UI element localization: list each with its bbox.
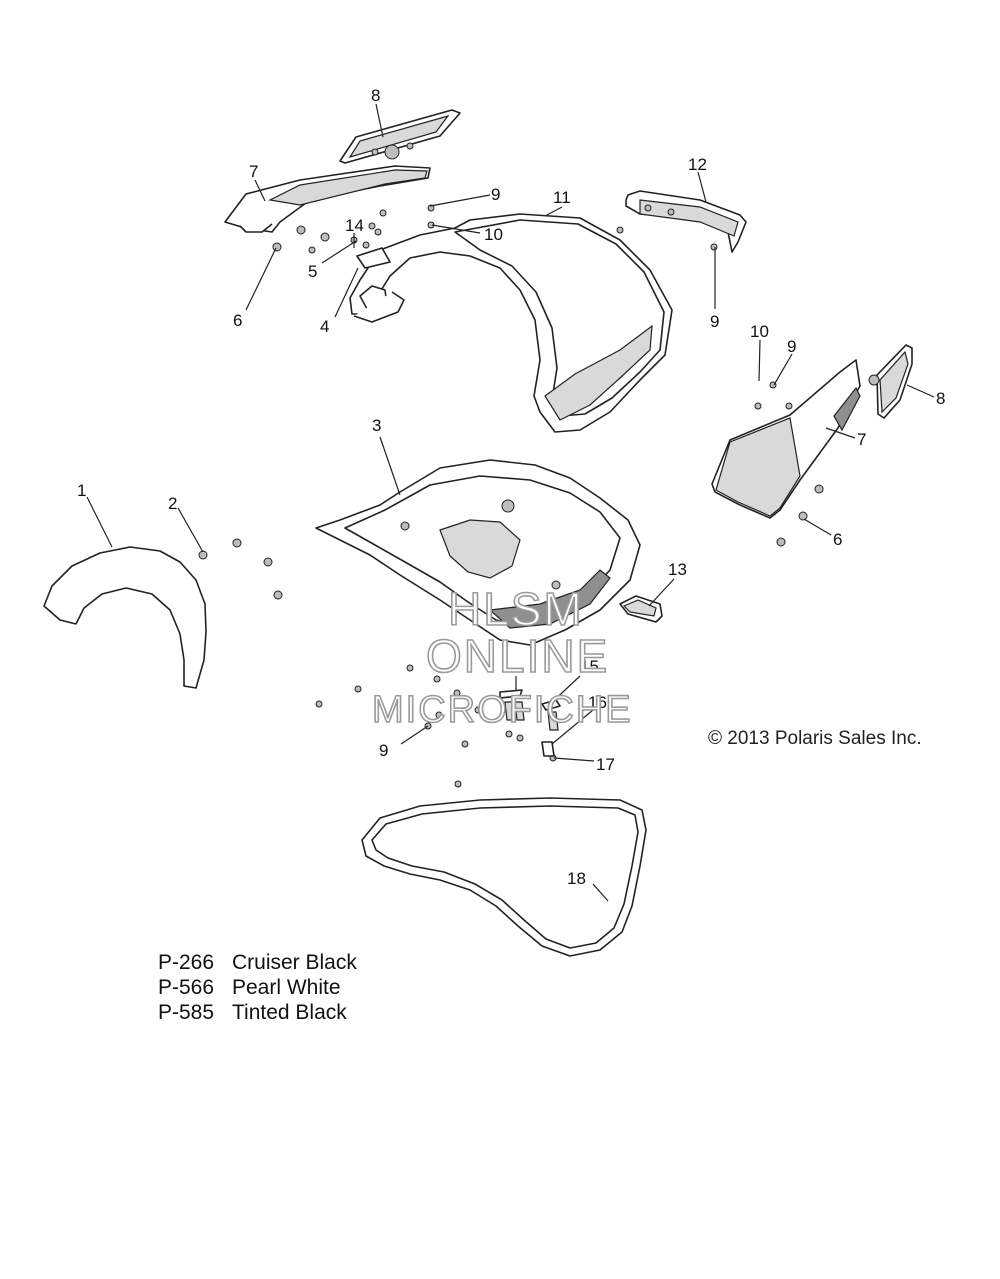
part-7-right-trim [711,359,861,547]
callout-4: 4 [320,317,329,336]
callout-8-top: 8 [371,86,380,105]
callout-10-right: 10 [750,322,769,341]
callout-15: 15 [580,657,599,676]
part-18-seal [361,797,647,957]
watermark: HLSM ONLINE MICROFICHE [371,582,633,732]
legend-color-name: Pearl White [232,976,341,999]
callout-7-right: 7 [857,430,866,449]
legend-row: P-266 Cruiser Black [158,950,357,975]
callout-7-top: 7 [249,162,258,181]
hardware-top [272,204,718,269]
callout-10-top: 10 [484,225,503,244]
callout-3: 3 [372,416,381,435]
callout-18: 18 [567,869,586,888]
legend-color-name: Tinted Black [232,1001,347,1024]
callout-12: 12 [688,155,707,174]
callout-17: 17 [596,755,615,774]
callout-14: 14 [345,216,364,235]
callout-6-left: 6 [233,311,242,330]
part-3-body [315,459,641,646]
callout-5: 5 [308,262,317,281]
legend-code: P-266 [158,951,215,974]
callout-9-top: 9 [491,185,500,204]
part-7-left-trim [224,165,431,233]
part-11-lid [349,213,673,433]
part-12-right-trim [625,190,747,253]
callout-labels: 8 7 9 10 11 12 14 5 4 6 9 10 9 8 7 6 3 1… [77,86,945,888]
watermark-line-1: HLSM [448,583,584,635]
part-13-latch [619,595,663,623]
callout-6-right: 6 [833,530,842,549]
callout-2: 2 [168,494,177,513]
hardware-left [198,538,283,600]
legend-row: P-585 Tinted Black [158,1000,357,1025]
watermark-line-2: ONLINE [426,630,609,682]
copyright-notice: © 2013 Polaris Sales Inc. [708,728,922,749]
callout-8-right: 8 [936,389,945,408]
watermark-line-3: MICROFICHE [372,689,633,731]
legend-row: P-566 Pearl White [158,975,357,1000]
hardware-bottom [315,664,561,788]
leader-lines [86,103,935,902]
callout-13: 13 [668,560,687,579]
callout-9-bottom: 9 [379,741,388,760]
legend-code: P-566 [158,976,215,999]
callout-16: 16 [588,693,607,712]
part-8-top-badge [339,109,461,164]
callout-1: 1 [77,481,86,500]
legend-color-name: Cruiser Black [232,951,357,974]
callout-9-right-top: 9 [710,312,719,331]
part-1-side-cover [43,546,207,689]
legend-code: P-585 [158,1001,215,1024]
color-legend: P-266 Cruiser Black P-566 Pearl White P-58… [158,950,357,1025]
callout-9-right: 9 [787,337,796,356]
part-8-right-badge [868,344,913,419]
callout-11: 11 [553,188,571,207]
